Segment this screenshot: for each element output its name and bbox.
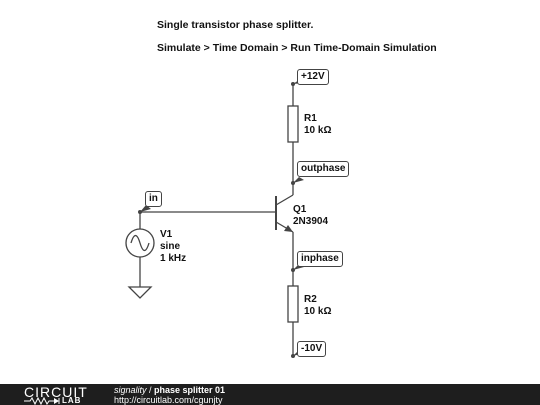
net-flag-outphase[interactable]: outphase <box>297 161 350 177</box>
logo-text-circuit: CIRCUIT <box>24 384 88 400</box>
resistor-r2 <box>287 285 299 323</box>
circuit-name: phase splitter 01 <box>154 385 226 395</box>
flag-pointer-icon <box>293 177 304 183</box>
r2-label: R2 10 kΩ <box>304 294 331 318</box>
author-link[interactable]: signality <box>114 385 147 395</box>
v1-kind: sine <box>160 241 181 252</box>
logo-resistor-icon <box>24 397 60 405</box>
r2-value: 10 kΩ <box>304 306 332 317</box>
emitter-arrow-icon <box>284 225 293 232</box>
v1-name: V1 <box>160 229 173 240</box>
net-flag-in[interactable]: in <box>145 191 162 207</box>
ground-icon <box>127 286 153 299</box>
simulation-instructions-note: Simulate > Time Domain > Run Time-Domain… <box>157 42 437 54</box>
net-flag-vcc[interactable]: +12V <box>297 69 329 85</box>
sine-wave-icon <box>130 234 150 252</box>
credit-separator: / <box>146 385 155 395</box>
r2-name: R2 <box>304 294 317 305</box>
circuitlab-logo[interactable]: CIRCUIT LAB <box>24 384 94 405</box>
circuit-url-link[interactable]: http://circuitlab.com/cgunjty <box>114 395 223 405</box>
transistor-collector <box>275 194 294 206</box>
resistor-r1 <box>287 105 299 143</box>
v1-label: V1 sine 1 kHz <box>160 229 186 265</box>
r1-name: R1 <box>304 113 317 124</box>
v1-value: 1 kHz <box>160 253 187 264</box>
r1-value: 10 kΩ <box>304 125 332 136</box>
q1-label: Q1 2N3904 <box>293 204 328 228</box>
logo-text-lab: LAB <box>62 396 82 405</box>
net-flag-inphase[interactable]: inphase <box>297 251 343 267</box>
r1-label: R1 10 kΩ <box>304 113 331 137</box>
footer-bar: CIRCUIT LAB signality / phase splitter 0… <box>0 384 540 405</box>
flag-pointer-icon <box>140 205 151 212</box>
q1-value: 2N3904 <box>293 216 329 227</box>
net-flag-vee[interactable]: -10V <box>297 341 327 357</box>
circuit-title-note: Single transistor phase splitter. <box>157 19 314 31</box>
circuit-credit: signality / phase splitter 01 http://cir… <box>114 385 225 405</box>
q1-name: Q1 <box>293 204 307 215</box>
